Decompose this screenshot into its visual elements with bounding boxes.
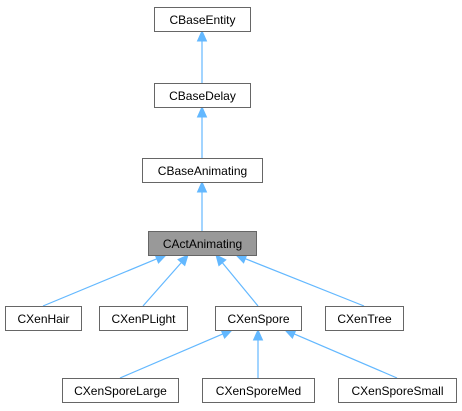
edge-cactanimating-to-cbaseanimating xyxy=(196,180,208,231)
class-node-label: CXenSporeMed xyxy=(216,384,301,398)
edge-line xyxy=(293,333,398,379)
class-node-cxenplight[interactable]: CXenPLight xyxy=(99,306,188,331)
arrowhead-icon xyxy=(215,254,227,267)
edge-cxensporemed-to-cxenspore xyxy=(252,328,264,378)
class-node-box[interactable] xyxy=(215,306,302,331)
edge-line xyxy=(221,262,259,307)
edge-cxenhair-to-cactanimating xyxy=(42,254,168,307)
class-node-cbaseentity[interactable]: CBaseEntity xyxy=(154,7,251,32)
edges-layer xyxy=(42,29,398,379)
class-node-box[interactable] xyxy=(338,378,457,403)
class-node-label: CXenHair xyxy=(17,312,69,326)
class-node-label: CXenTree xyxy=(337,312,392,326)
class-node-box[interactable] xyxy=(5,306,82,331)
class-node-box[interactable] xyxy=(142,158,263,183)
edge-cxensporelarge-to-cxenspore xyxy=(119,329,234,379)
nodes-layer: CBaseEntityCBaseDelayCBaseAnimatingCActA… xyxy=(5,7,457,403)
class-node-box[interactable] xyxy=(202,378,315,403)
edge-cxenspore-to-cactanimating xyxy=(215,254,259,307)
class-node-cbasedelay[interactable]: CBaseDelay xyxy=(154,83,251,108)
class-node-cxensporelarge[interactable]: CXenSporeLarge xyxy=(62,378,179,403)
class-node-cactanimating[interactable]: CActAnimating xyxy=(148,231,257,256)
class-node-cxentree[interactable]: CXenTree xyxy=(325,306,404,331)
edge-cxenplight-to-cactanimating xyxy=(142,254,189,307)
class-node-box[interactable] xyxy=(325,306,404,331)
class-node-label: CBaseAnimating xyxy=(158,164,247,178)
class-node-label: CXenSporeSmall xyxy=(351,384,443,398)
arrowhead-icon xyxy=(196,29,208,42)
edge-line xyxy=(245,258,365,307)
class-node-label: CActAnimating xyxy=(163,237,242,251)
edge-line xyxy=(119,333,224,379)
class-node-cxenspore[interactable]: CXenSpore xyxy=(215,306,302,331)
class-node-label: CXenPLight xyxy=(111,312,176,326)
class-node-box[interactable] xyxy=(99,306,188,331)
arrowhead-icon xyxy=(283,329,297,339)
arrowhead-icon xyxy=(196,180,208,193)
arrowhead-icon xyxy=(196,105,208,118)
class-node-label: CXenSpore xyxy=(227,312,289,326)
arrowhead-icon xyxy=(252,328,264,341)
class-node-box[interactable] xyxy=(62,378,179,403)
class-node-cxensporesmall[interactable]: CXenSporeSmall xyxy=(338,378,457,403)
class-node-label: CBaseDelay xyxy=(169,89,236,103)
class-node-cxensporemed[interactable]: CXenSporeMed xyxy=(202,378,315,403)
class-node-box[interactable] xyxy=(154,83,251,108)
class-node-cbaseanimating[interactable]: CBaseAnimating xyxy=(142,158,263,183)
edge-cxensporesmall-to-cxenspore xyxy=(283,329,398,379)
edge-line xyxy=(42,258,157,307)
edge-cxentree-to-cactanimating xyxy=(234,253,365,307)
arrowhead-icon xyxy=(177,254,189,267)
edge-cbaseanimating-to-cbasedelay xyxy=(196,105,208,158)
class-node-label: CBaseEntity xyxy=(169,13,235,27)
class-node-box[interactable] xyxy=(154,7,251,32)
class-node-cxenhair[interactable]: CXenHair xyxy=(5,306,82,331)
arrowhead-icon xyxy=(220,329,234,339)
edge-line xyxy=(142,262,182,307)
class-node-label: CXenSporeLarge xyxy=(74,384,167,398)
class-node-box[interactable] xyxy=(148,231,257,256)
edge-cbasedelay-to-cbaseentity xyxy=(196,29,208,83)
